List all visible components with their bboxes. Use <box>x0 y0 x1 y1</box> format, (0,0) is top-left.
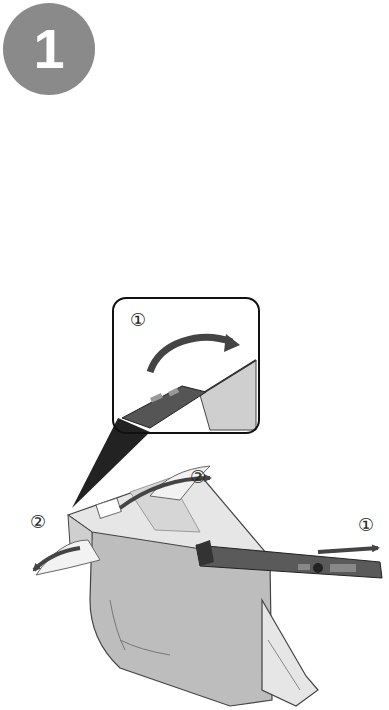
detail-inset-box: ① <box>112 297 260 434</box>
callout-number: ① <box>358 516 374 534</box>
step-number-circle: 1 <box>3 3 95 95</box>
step-number: 1 <box>33 21 64 77</box>
callout-number: ② <box>30 513 46 531</box>
ink-cartridge <box>36 466 382 706</box>
callout-number: ① <box>130 311 146 329</box>
callout-number: ② <box>190 468 206 486</box>
motion-arrows <box>34 478 378 570</box>
inset-detail <box>122 334 256 430</box>
